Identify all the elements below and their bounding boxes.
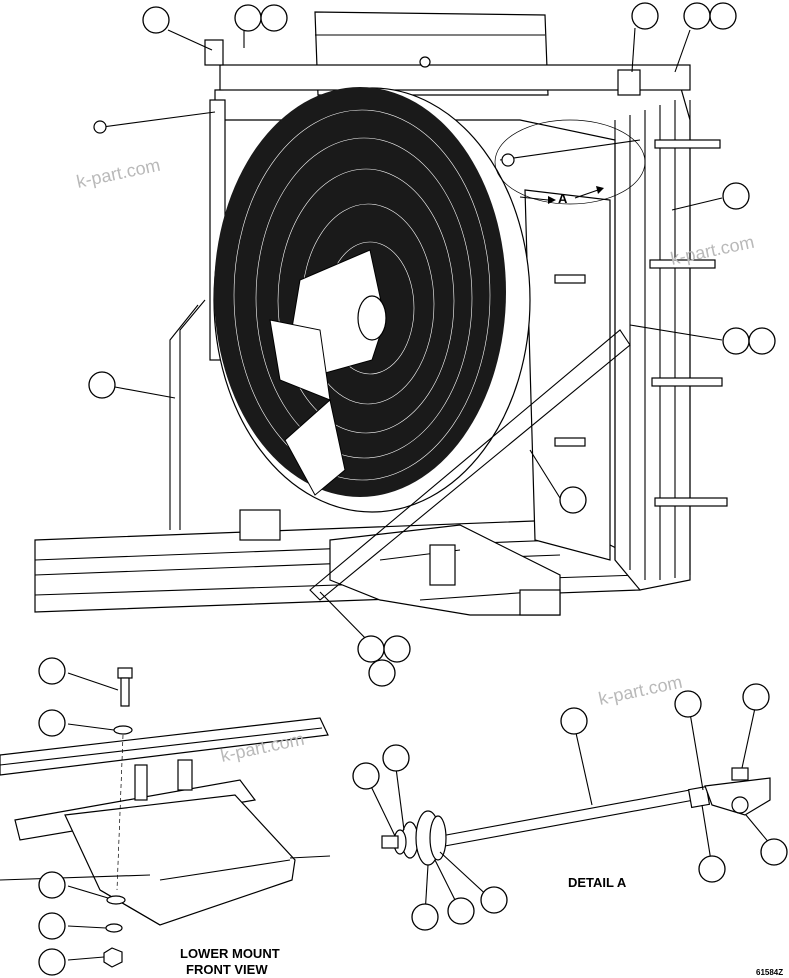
drawing-number: 61584Z <box>756 968 783 977</box>
callout-circle <box>38 912 66 940</box>
callout-circle <box>631 2 659 30</box>
callout-circle <box>760 838 788 866</box>
detail-a-title: DETAIL A <box>568 875 627 890</box>
callout-circle <box>683 2 711 30</box>
callout-circle <box>748 327 776 355</box>
main-assembly: A <box>34 11 728 616</box>
callout-circle <box>38 709 66 737</box>
left-support-rod <box>169 299 206 530</box>
detail-a-rod <box>499 139 641 161</box>
watermark-4: k-part.com <box>597 672 684 709</box>
callout-circle <box>357 635 385 663</box>
detail-a-circle <box>494 119 646 205</box>
callout-circle <box>88 371 116 399</box>
detail-a-view: DETAIL A <box>381 767 771 890</box>
callout-circle <box>38 948 66 976</box>
callout-circle <box>234 4 262 32</box>
callout-circle <box>142 6 170 34</box>
upper-sensor-rod <box>94 111 216 129</box>
callout-circle <box>382 744 410 772</box>
detail-a-marker: A <box>558 191 568 206</box>
callout-circle <box>411 903 439 931</box>
callout-circle <box>698 855 726 883</box>
lower-mount-title-line2: FRONT VIEW <box>186 962 268 977</box>
callout-circle <box>260 4 288 32</box>
callout-circle <box>742 683 770 711</box>
watermark-1: k-part.com <box>75 155 162 192</box>
top-tank <box>204 11 691 96</box>
callout-circle <box>447 897 475 925</box>
callout-circle <box>38 657 66 685</box>
lower-mount-view: LOWER MOUNT FRONT VIEW <box>0 667 331 977</box>
callouts <box>38 2 788 976</box>
callout-circle <box>38 871 66 899</box>
fan-shroud <box>213 87 531 513</box>
callout-circle <box>709 2 737 30</box>
callout-circle <box>368 659 396 687</box>
callout-circle <box>722 182 750 210</box>
callout-circle <box>559 486 587 514</box>
callout-circle <box>352 762 380 790</box>
callout-circle <box>560 707 588 735</box>
callout-circle <box>383 635 411 663</box>
lower-mount-title-line1: LOWER MOUNT <box>180 946 280 961</box>
callout-circle <box>674 690 702 718</box>
callout-circle <box>480 886 508 914</box>
diagonal-support-arm <box>309 329 631 601</box>
callout-circle <box>722 327 750 355</box>
